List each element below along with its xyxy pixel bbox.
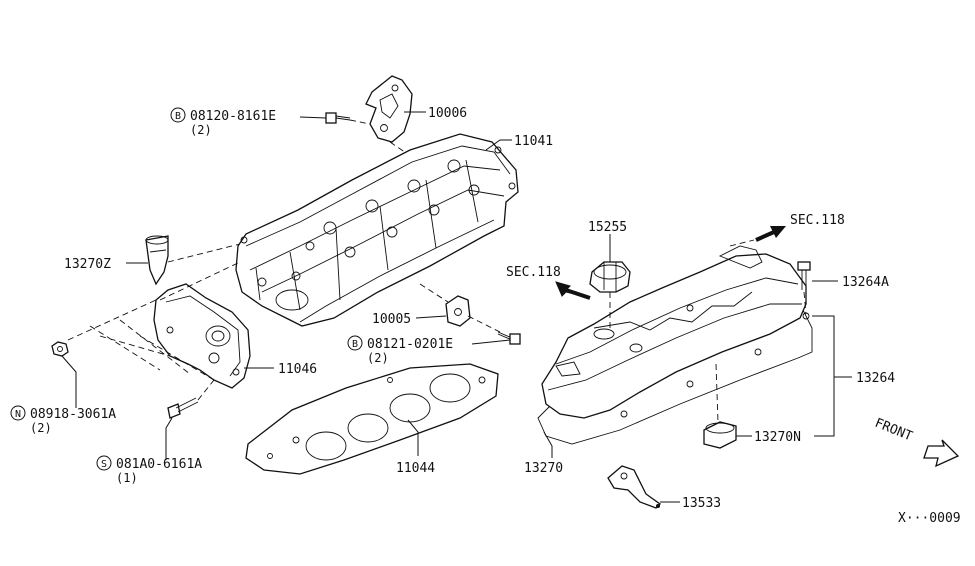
label-15255: 15255 bbox=[588, 220, 627, 235]
label-10005: 10005 bbox=[372, 312, 411, 327]
label-08918-3061A: 08918-3061A bbox=[30, 407, 116, 422]
dash-10005-b bbox=[467, 315, 501, 333]
callout-081A0-6161A: S 081A0-6161A (1) bbox=[96, 455, 202, 485]
dash-cover-to-head bbox=[159, 261, 241, 301]
label-11044: 11044 bbox=[396, 461, 435, 476]
callout-08918-3061A: N 08918-3061A (2) bbox=[10, 405, 116, 435]
label-13264A: 13264A bbox=[842, 275, 889, 290]
qty-081A0-6161A: (1) bbox=[116, 471, 138, 485]
symbol-N: N bbox=[15, 409, 21, 420]
oil-filler-cap-15255[interactable] bbox=[589, 261, 631, 293]
qty-08918-3061A: (2) bbox=[30, 421, 52, 435]
label-081A0-6161A: 081A0-6161A bbox=[116, 457, 202, 472]
label-10006: 10006 bbox=[428, 106, 467, 121]
dash-13270Z bbox=[167, 243, 241, 263]
label-front: FRONT bbox=[873, 416, 915, 445]
dash-bolt-to-bracket bbox=[349, 119, 371, 125]
label-sec118-right: SEC.118 bbox=[790, 213, 845, 228]
arrow-sec118-left-icon bbox=[555, 281, 591, 300]
label-08121-0201E: 08121-0201E bbox=[367, 337, 453, 352]
bolt-081A0-6161A[interactable] bbox=[167, 397, 199, 419]
front-cover-11046[interactable] bbox=[153, 283, 251, 389]
callout-08120-8161E: B 08120-8161E (2) bbox=[170, 107, 276, 137]
diagram-reference: X···0009 bbox=[898, 511, 961, 526]
bracket-10005[interactable] bbox=[445, 295, 471, 327]
label-13264: 13264 bbox=[856, 371, 895, 386]
label-08120-8161E: 08120-8161E bbox=[190, 109, 276, 124]
label-11046: 11046 bbox=[278, 362, 317, 377]
label-13270: 13270 bbox=[524, 461, 563, 476]
qty-08121-0201E: (2) bbox=[367, 351, 389, 365]
nut-08918-3061A[interactable] bbox=[51, 341, 69, 357]
engine-bracket-10006[interactable] bbox=[365, 75, 413, 143]
bracket-13533[interactable] bbox=[607, 465, 662, 509]
symbol-S: S bbox=[101, 459, 107, 470]
symbol-B: B bbox=[175, 111, 181, 122]
dash-bolt-081A0 bbox=[197, 379, 215, 401]
callout-08121-0201E: B 08121-0201E (2) bbox=[347, 335, 453, 365]
grommet-13270N[interactable] bbox=[703, 421, 737, 449]
symbol-B: B bbox=[352, 339, 358, 350]
dash-sec118-right bbox=[729, 239, 755, 247]
bolt-08121-0201E[interactable] bbox=[497, 331, 521, 345]
bolt-13264A[interactable] bbox=[797, 261, 811, 290]
dash-13264A bbox=[803, 291, 807, 315]
head-gasket-11044[interactable] bbox=[245, 363, 499, 475]
cylinder-head-11041[interactable] bbox=[235, 133, 519, 327]
bolt-08120-8161E[interactable] bbox=[325, 112, 351, 124]
label-11041: 11041 bbox=[514, 134, 553, 149]
dash-front-cover bbox=[67, 299, 215, 381]
label-13270N: 13270N bbox=[754, 430, 801, 445]
rocker-cover-13264[interactable] bbox=[541, 245, 810, 419]
oil-filler-13270Z[interactable] bbox=[145, 235, 169, 286]
label-sec118-left: SEC.118 bbox=[506, 265, 561, 280]
dash-13270N bbox=[715, 363, 719, 423]
qty-08120-8161E: (2) bbox=[190, 123, 212, 137]
front-direction-arrow-icon bbox=[923, 439, 960, 468]
label-13270Z: 13270Z bbox=[64, 257, 111, 272]
label-13533: 13533 bbox=[682, 496, 721, 511]
arrow-sec118-right-icon bbox=[755, 226, 786, 242]
dash-10005-a bbox=[419, 283, 449, 303]
leader-lines bbox=[61, 111, 852, 503]
